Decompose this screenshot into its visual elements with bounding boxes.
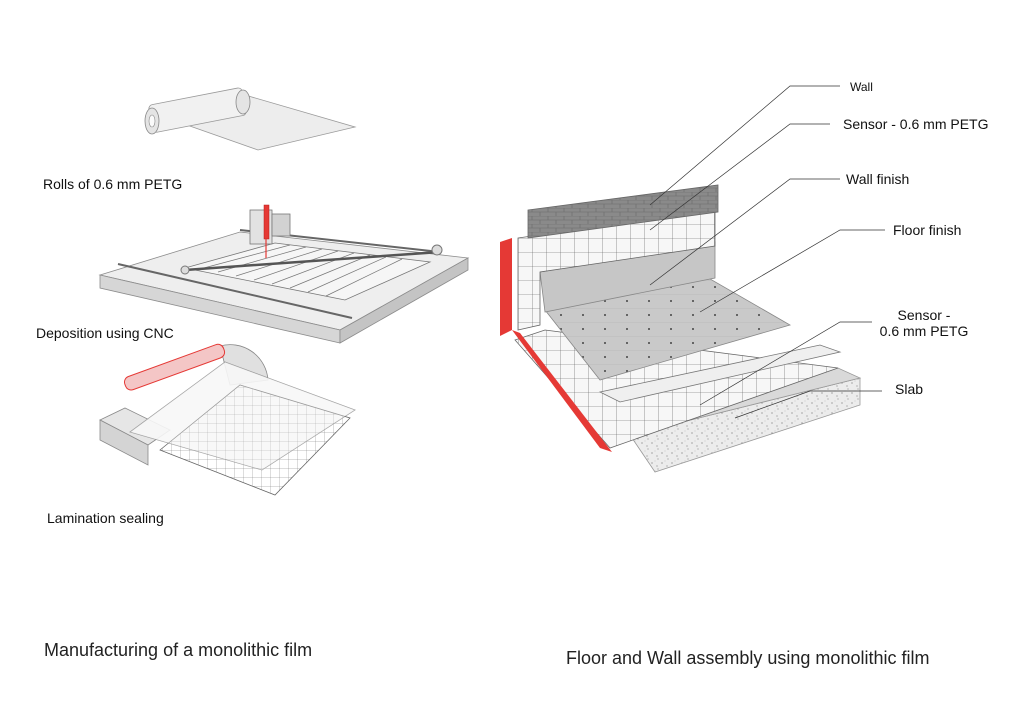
label-floor-finish: Floor finish	[893, 222, 962, 238]
label-wall: Wall	[850, 80, 873, 94]
lamination-illustration	[99, 343, 356, 496]
label-sensor-floor: Sensor - 0.6 mm PETG	[874, 307, 974, 339]
label-sensor-floor-line2: 0.6 mm PETG	[879, 323, 969, 339]
cnc-machine-illustration	[98, 204, 470, 344]
step-label-rolls: Rolls of 0.6 mm PETG	[43, 176, 183, 192]
step-label-lamination: Lamination sealing	[47, 510, 164, 526]
label-sensor-floor-line1: Sensor -	[897, 307, 951, 323]
step-label-deposition: Deposition using CNC	[36, 325, 174, 341]
label-sensor-wall: Sensor - 0.6 mm PETG	[843, 116, 989, 132]
petg-roll-illustration	[144, 87, 357, 151]
floor-wall-assembly-illustration	[500, 184, 862, 473]
caption-manufacturing: Manufacturing of a monolithic film	[44, 640, 313, 660]
caption-assembly: Floor and Wall assembly using monolithic…	[566, 648, 930, 668]
label-slab: Slab	[895, 381, 924, 397]
leader-lines	[649, 85, 885, 419]
label-wall-finish: Wall finish	[846, 171, 910, 187]
